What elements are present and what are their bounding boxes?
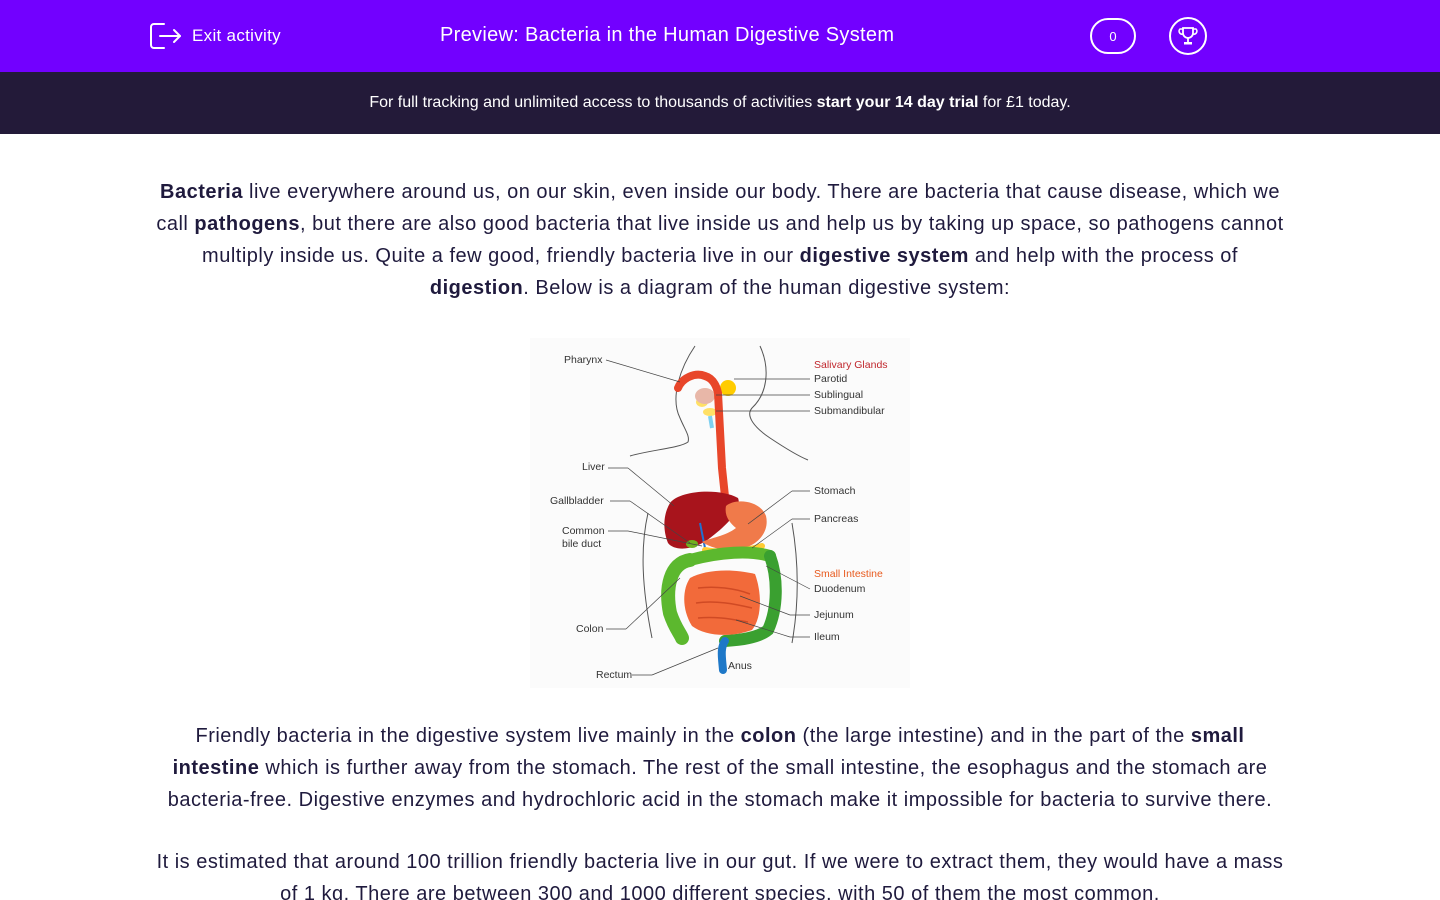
label-duodenum: Duodenum (814, 583, 866, 595)
label-gallbladder: Gallbladder (550, 495, 604, 507)
intro-text-4: . Below is a diagram of the human digest… (523, 277, 1011, 299)
page-title: Preview: Bacteria in the Human Digestive… (440, 24, 895, 46)
banner-text-end: for £1 today. (978, 94, 1071, 111)
label-pancreas: Pancreas (814, 513, 858, 525)
intro-paragraph: Bacteria live everywhere around us, on o… (150, 176, 1290, 304)
label-stomach: Stomach (814, 485, 856, 497)
term-bacteria: Bacteria (160, 181, 243, 203)
exit-icon (150, 23, 181, 49)
diagram-svg: Pharynx Liver Gallbladder Common bile du… (550, 345, 888, 681)
digestive-system-diagram: Pharynx Liver Gallbladder Common bile du… (530, 338, 910, 688)
label-jejunum: Jejunum (814, 609, 854, 621)
top-bar: Exit activity Preview: Bacteria in the H… (0, 0, 1440, 72)
label-ileum: Ileum (814, 631, 840, 643)
term-small-intestine: small intestine (172, 725, 1245, 779)
label-colon: Colon (576, 623, 604, 635)
trial-banner: For full tracking and unlimited access t… (0, 72, 1440, 134)
banner-text: For full tracking and unlimited access t… (369, 94, 817, 111)
paragraph-bacteria-count: It is estimated that around 100 trillion… (156, 851, 1284, 900)
para2-text-2: (the large intestine) and in the part of… (796, 725, 1191, 747)
label-submandibular: Submandibular (814, 405, 885, 417)
activity-content: Bacteria live everywhere around us, on o… (150, 176, 1290, 900)
label-pharynx: Pharynx (564, 354, 603, 366)
score-badge: 0 (1090, 18, 1136, 54)
label-rectum: Rectum (596, 669, 632, 681)
label-common-bile-duct-2: bile duct (562, 538, 601, 550)
trophy-button[interactable] (1169, 17, 1207, 55)
label-sublingual: Sublingual (814, 389, 863, 401)
exit-activity-label: Exit activity (192, 26, 281, 45)
label-salivary-glands: Salivary Glands (814, 359, 888, 371)
label-parotid: Parotid (814, 373, 847, 385)
label-common-bile-duct-1: Common (562, 525, 605, 537)
para2-text-3: which is further away from the stomach. … (167, 757, 1273, 811)
label-liver: Liver (582, 461, 605, 473)
term-colon: colon (740, 725, 797, 747)
intro-text-1: live everywhere around us, on our skin, … (156, 181, 1280, 235)
label-anus: Anus (728, 660, 752, 672)
exit-activity-button[interactable]: Exit activity (148, 20, 281, 52)
label-small-intestine: Small Intestine (814, 568, 883, 580)
trial-link[interactable]: start your 14 day trial (816, 94, 979, 111)
term-pathogens: pathogens (194, 213, 301, 235)
intro-text-3: and help with the process of (968, 245, 1238, 267)
term-digestive-system: digestive system (799, 245, 969, 267)
paragraph-bacteria-location: Friendly bacteria in the digestive syste… (150, 720, 1290, 816)
para2-text-1: Friendly bacteria in the digestive syste… (195, 725, 741, 747)
term-digestion: digestion (429, 277, 524, 299)
trophy-icon (1178, 27, 1198, 45)
intro-text-2: , but there are also good bacteria that … (202, 213, 1284, 267)
